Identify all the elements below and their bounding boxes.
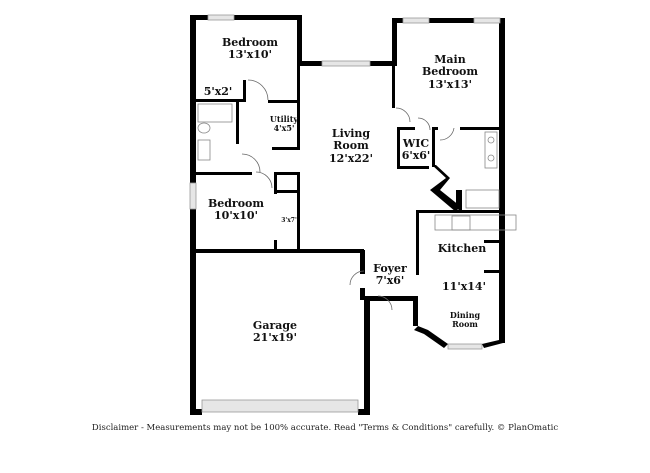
room-size: 6'x6' xyxy=(401,149,431,163)
room-name: WIC xyxy=(402,137,430,150)
room-name: Bedroom xyxy=(207,197,265,210)
room-label-closet-2: 3'x7' xyxy=(278,217,300,225)
room-name-line2: Room xyxy=(333,139,369,153)
room-label-wic: WIC 6'x6' xyxy=(399,137,433,163)
room-name-line2: Room xyxy=(452,318,478,329)
room-label-utility: Utility 4'x5' xyxy=(264,115,304,133)
room-name: Foyer xyxy=(373,262,407,275)
room-name-line1: Main xyxy=(434,53,466,66)
room-label-living-room: Living Room 12'x22' xyxy=(318,127,384,165)
interior-walls xyxy=(196,66,503,348)
room-name: Kitchen xyxy=(437,242,487,255)
room-size: 7'x6' xyxy=(375,274,405,288)
room-label-bedroom-1: Bedroom 13'x10' xyxy=(210,36,290,62)
room-size: 4'x5' xyxy=(273,122,295,133)
room-label-closet-1: 5'x2' xyxy=(198,85,238,98)
fixtures xyxy=(197,103,517,231)
room-label-kitchen: Kitchen xyxy=(432,242,492,255)
room-size: 13'x10' xyxy=(228,48,272,62)
room-size: 11'x14' xyxy=(442,280,486,293)
room-label-garage: Garage 21'x19' xyxy=(240,319,310,345)
room-size: 13'x13' xyxy=(428,77,472,91)
room-label-dining-room: Dining Room xyxy=(440,311,490,329)
room-label-foyer: Foyer 7'x6' xyxy=(368,262,412,288)
room-size: 5'x2' xyxy=(203,85,233,98)
room-size: 10'x10' xyxy=(214,209,258,223)
disclaimer-text: Disclaimer - Measurements may not be 100… xyxy=(91,423,559,433)
room-name: Garage xyxy=(252,319,298,332)
room-name-line1: Dining xyxy=(449,310,481,320)
room-size: 3'x7' xyxy=(281,217,297,224)
windows xyxy=(189,14,501,413)
room-size: 21'x19' xyxy=(253,331,297,345)
room-size: 12'x22' xyxy=(329,151,373,165)
room-label-main-bedroom: Main Bedroom 13'x13' xyxy=(412,53,488,91)
room-label-bedroom-2: Bedroom 10'x10' xyxy=(200,197,272,223)
room-name-line2: Bedroom xyxy=(421,65,479,79)
room-name: Utility xyxy=(269,114,299,124)
room-name: Bedroom xyxy=(221,36,279,49)
doors xyxy=(241,79,455,311)
room-label-kitchen-size: 11'x14' xyxy=(436,280,492,293)
room-name-line1: Living xyxy=(331,127,371,140)
